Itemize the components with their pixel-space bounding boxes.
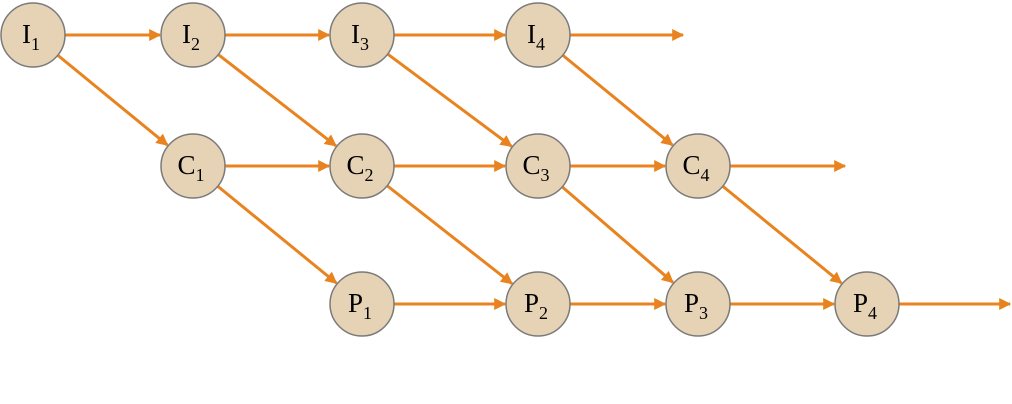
edge-C1-P1 — [216, 185, 338, 285]
node-circle — [505, 133, 571, 199]
node-label: I4 — [527, 19, 545, 54]
node-circle — [665, 271, 731, 337]
edge-C4-P4 — [721, 185, 843, 285]
node-letter: I — [351, 19, 360, 49]
node-letter: I — [22, 19, 31, 49]
node-label: P1 — [348, 288, 372, 323]
node-subscript: 3 — [360, 34, 369, 54]
edge-I4-C4 — [561, 54, 674, 147]
node-circle — [329, 2, 395, 68]
node-label: P4 — [853, 288, 877, 323]
edge-I1-C1 — [56, 54, 169, 147]
node-P3: P3 — [665, 271, 731, 337]
node-subscript: 1 — [363, 303, 372, 323]
edge-C2-P2 — [386, 184, 513, 285]
node-I2: I2 — [160, 2, 226, 68]
node-label: I1 — [22, 19, 40, 54]
node-subscript: 1 — [31, 34, 40, 54]
node-letter: C — [522, 150, 540, 180]
node-letter: P — [684, 288, 699, 318]
node-circle — [505, 271, 571, 337]
node-P1: P1 — [329, 271, 395, 337]
edge-I2-C2 — [217, 53, 337, 147]
node-label: C3 — [522, 150, 549, 185]
node-circle — [160, 133, 226, 199]
node-label: P3 — [684, 288, 708, 323]
node-I1: I1 — [0, 2, 66, 68]
node-circle — [0, 2, 66, 68]
node-label: C4 — [682, 150, 709, 185]
node-C2: C2 — [329, 133, 395, 199]
node-P2: P2 — [505, 271, 571, 337]
edges — [56, 29, 1012, 310]
node-letter: P — [524, 288, 539, 318]
node-letter: P — [348, 288, 363, 318]
node-subscript: 2 — [539, 303, 548, 323]
node-circle — [160, 2, 226, 68]
node-I3: I3 — [329, 2, 395, 68]
node-circle — [834, 271, 900, 337]
node-label: P2 — [524, 288, 548, 323]
node-label: C1 — [177, 150, 204, 185]
edge-I3-C3 — [386, 52, 513, 148]
node-circle — [329, 133, 395, 199]
node-P4: P4 — [834, 271, 900, 337]
node-letter: P — [853, 288, 868, 318]
node-C4: C4 — [665, 133, 731, 199]
node-subscript: 1 — [196, 165, 205, 185]
node-label: C2 — [346, 150, 373, 185]
node-subscript: 2 — [191, 34, 200, 54]
node-subscript: 4 — [868, 303, 877, 323]
node-circle — [505, 2, 571, 68]
node-subscript: 2 — [365, 165, 374, 185]
node-subscript: 4 — [701, 165, 710, 185]
node-letter: C — [682, 150, 700, 180]
node-C1: C1 — [160, 133, 226, 199]
node-letter: C — [346, 150, 364, 180]
edge-C3-P3 — [561, 185, 674, 284]
node-subscript: 3 — [541, 165, 550, 185]
node-circle — [665, 133, 731, 199]
node-circle — [329, 271, 395, 337]
node-I4: I4 — [505, 2, 571, 68]
node-label: I3 — [351, 19, 369, 54]
node-letter: C — [177, 150, 195, 180]
node-subscript: 3 — [699, 303, 708, 323]
node-subscript: 4 — [536, 34, 545, 54]
node-letter: I — [527, 19, 536, 49]
node-C3: C3 — [505, 133, 571, 199]
node-label: I2 — [182, 19, 200, 54]
node-letter: I — [182, 19, 191, 49]
